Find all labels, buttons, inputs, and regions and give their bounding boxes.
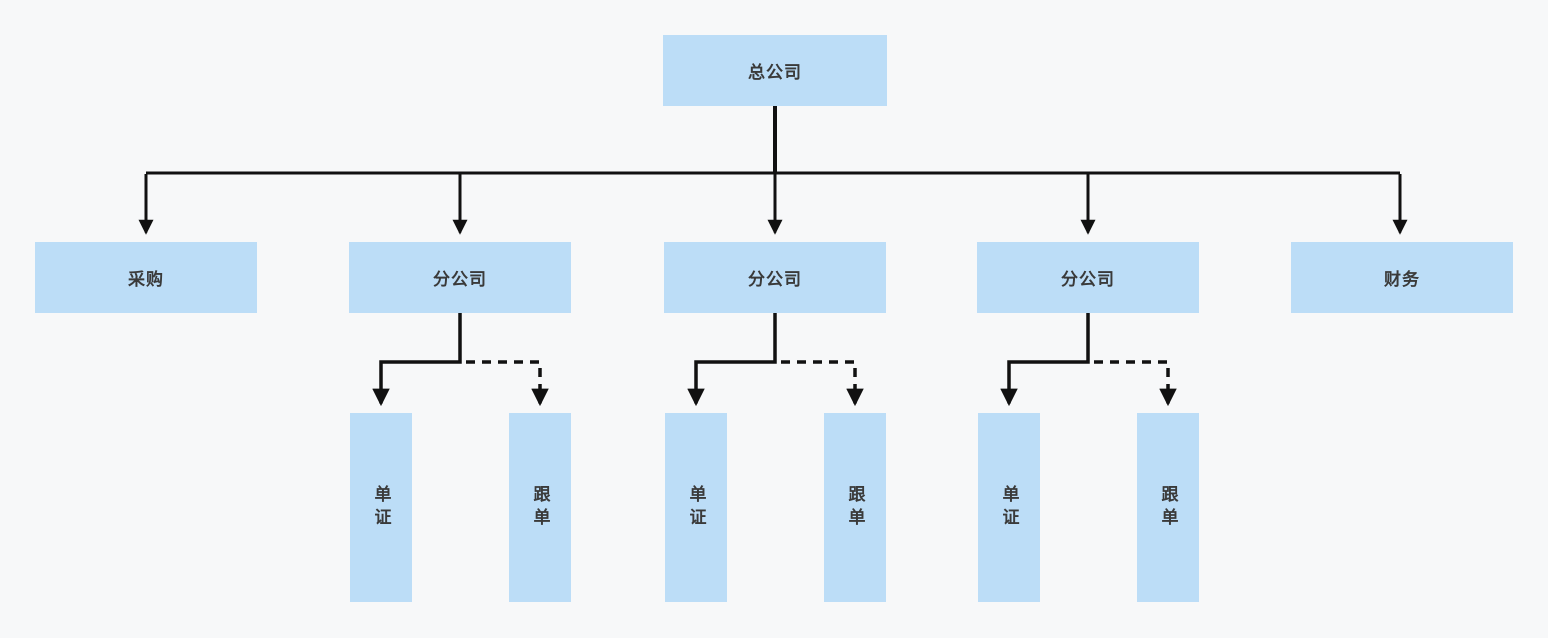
- node-branch-2[interactable]: 分公司: [664, 242, 886, 313]
- connector-branch-2-to-merchandising-dashed: [781, 360, 864, 407]
- connector-branch-1-to-merchandising-dashed: [466, 360, 549, 407]
- node-label: 采购: [128, 270, 164, 289]
- node-merchandising-3[interactable]: 跟单: [1137, 413, 1199, 602]
- node-finance[interactable]: 财务: [1291, 242, 1513, 313]
- node-head-office[interactable]: 总公司: [663, 35, 887, 106]
- node-label: 单证: [686, 484, 706, 531]
- node-label: 分公司: [1061, 270, 1115, 289]
- node-docs-2[interactable]: 单证: [665, 413, 727, 602]
- connector-branch-2-to-docs: [687, 313, 777, 407]
- node-label: 财务: [1384, 270, 1420, 289]
- node-label: 总公司: [748, 63, 802, 82]
- connector-branch-3-to-merchandising-dashed: [1094, 360, 1177, 407]
- node-label: 跟单: [1158, 484, 1178, 531]
- node-label: 分公司: [748, 270, 802, 289]
- node-merchandising-2[interactable]: 跟单: [824, 413, 886, 602]
- node-branch-3[interactable]: 分公司: [977, 242, 1199, 313]
- node-label: 跟单: [845, 484, 865, 531]
- node-docs-3[interactable]: 单证: [978, 413, 1040, 602]
- connector-branch-3-to-docs: [1000, 313, 1090, 407]
- node-label: 单证: [999, 484, 1019, 531]
- connector-branch-1-to-docs: [372, 313, 462, 407]
- node-label: 单证: [371, 484, 391, 531]
- node-branch-1[interactable]: 分公司: [349, 242, 571, 313]
- node-label: 分公司: [433, 270, 487, 289]
- node-docs-1[interactable]: 单证: [350, 413, 412, 602]
- node-label: 跟单: [530, 484, 550, 531]
- node-merchandising-1[interactable]: 跟单: [509, 413, 571, 602]
- node-procurement[interactable]: 采购: [35, 242, 257, 313]
